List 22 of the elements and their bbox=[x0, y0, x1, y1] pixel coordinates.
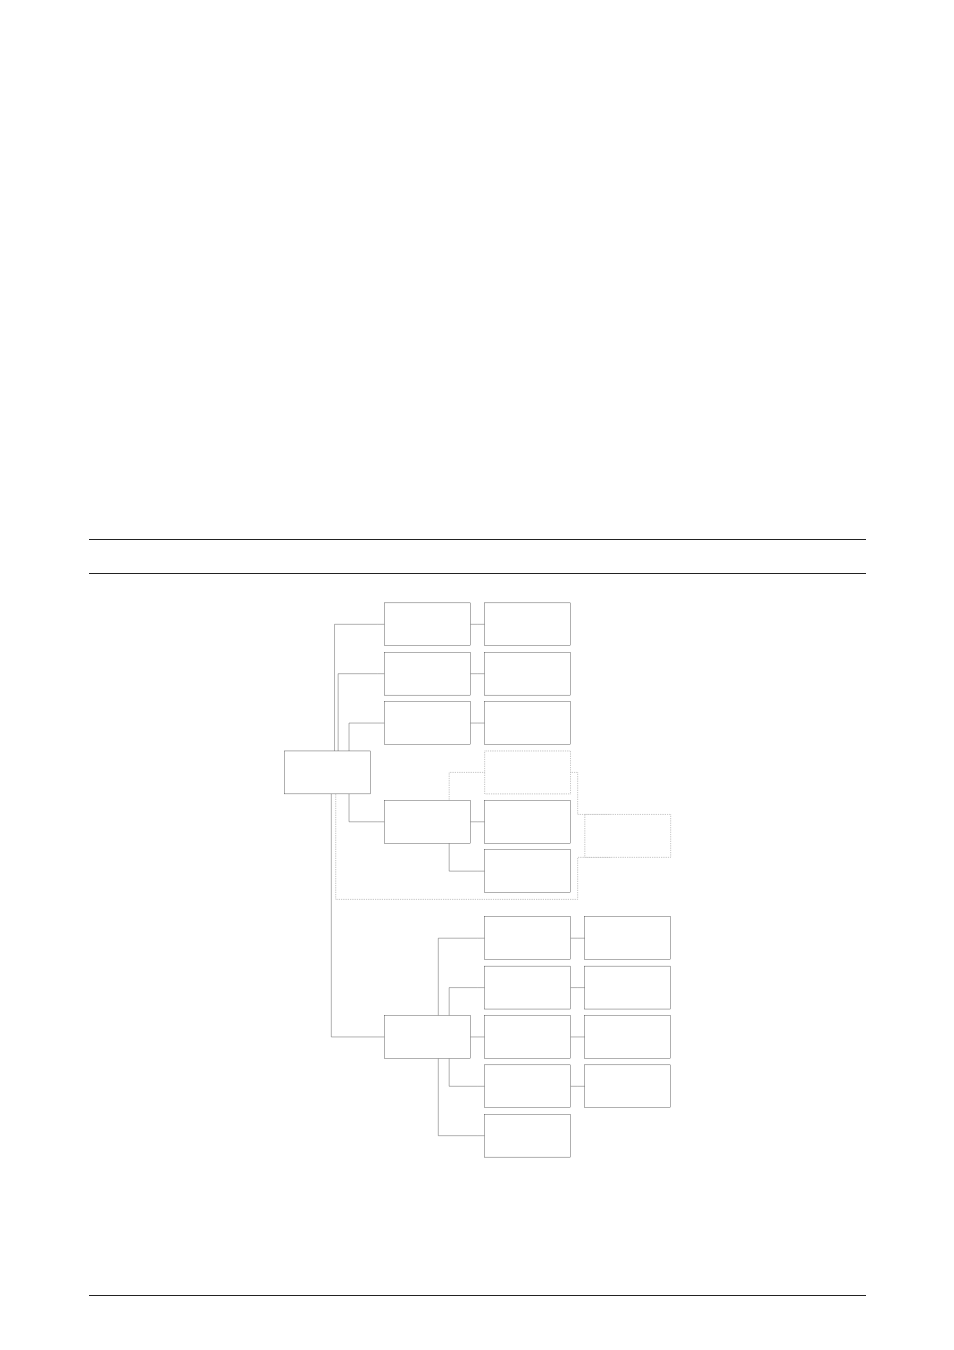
node-box bbox=[284, 750, 371, 795]
node-box bbox=[384, 1015, 471, 1059]
node-box bbox=[384, 701, 471, 745]
node-box bbox=[484, 965, 571, 1010]
node-box bbox=[484, 750, 571, 795]
node-box bbox=[484, 701, 571, 745]
node-box bbox=[584, 1015, 671, 1059]
node-box bbox=[384, 800, 471, 844]
node-box bbox=[484, 1114, 571, 1158]
node-box bbox=[484, 1064, 571, 1108]
node-box bbox=[484, 652, 571, 696]
node-box bbox=[384, 652, 471, 696]
node-box bbox=[484, 916, 571, 960]
node-box bbox=[584, 814, 671, 858]
node-box bbox=[484, 849, 571, 893]
node-box bbox=[384, 602, 471, 646]
node-box bbox=[584, 1064, 671, 1108]
node-box bbox=[484, 1015, 571, 1059]
node-box bbox=[484, 800, 571, 844]
node-box bbox=[584, 965, 671, 1010]
node-box bbox=[484, 602, 571, 646]
node-box bbox=[584, 916, 671, 960]
